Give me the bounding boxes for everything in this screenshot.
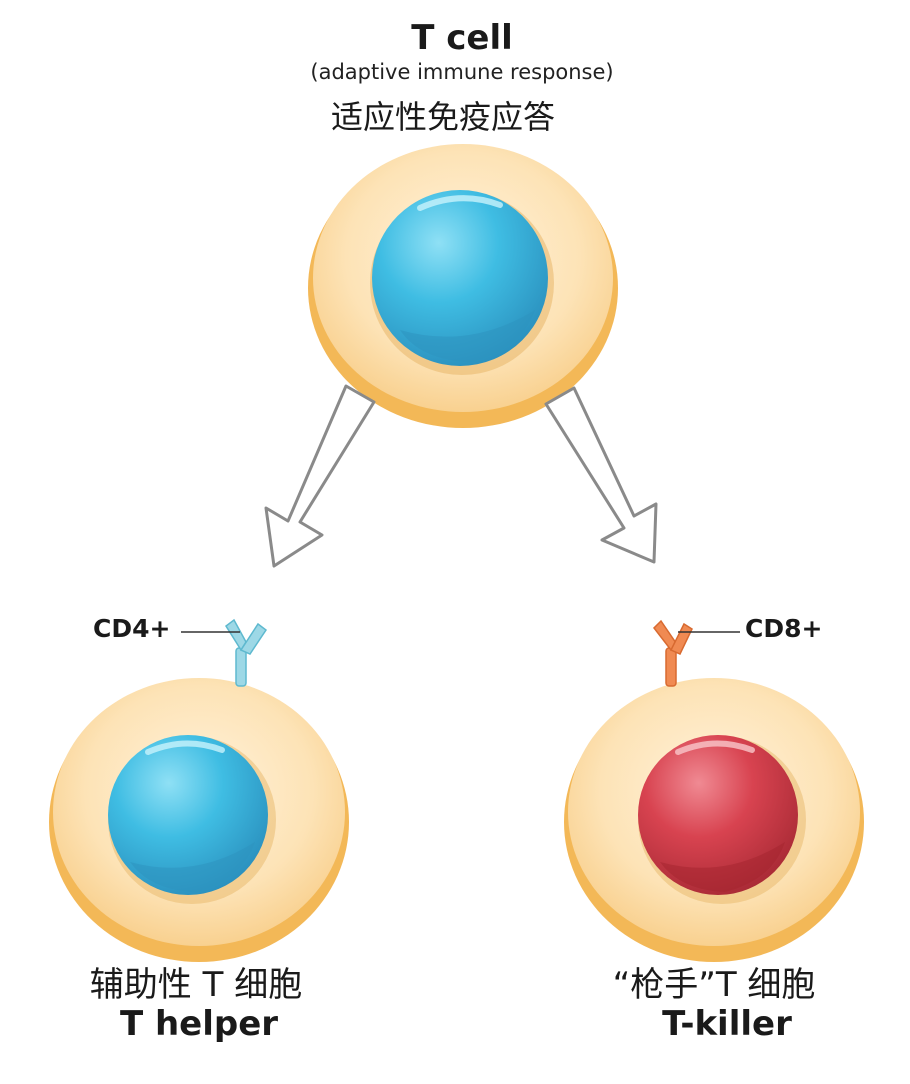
arrow-left — [264, 384, 376, 568]
title-cn: 适应性免疫应答 — [330, 98, 556, 136]
subtitle: (adaptive immune response) — [310, 60, 614, 84]
t-helper-cell — [49, 678, 349, 962]
top-nucleus — [372, 190, 548, 366]
killer-nucleus-shade — [660, 842, 785, 892]
killer-nucleus — [638, 735, 798, 895]
cd8-receptor — [653, 619, 740, 687]
cd4-label: CD4+ — [93, 614, 171, 643]
helper-nucleus — [108, 735, 268, 895]
t-killer-label-cn: “枪手”T 细胞 — [612, 965, 816, 1005]
killer-nucleus-highlight — [675, 740, 755, 755]
top-nucleus-highlight — [417, 195, 503, 211]
top-nucleus-shade — [400, 310, 535, 362]
t-killer-cell — [564, 678, 864, 962]
t-helper-label-cn: 辅助性 T 细胞 — [89, 965, 303, 1005]
t-killer-label-en: T-killer — [662, 1004, 792, 1044]
t-helper-label-en: T helper — [119, 1004, 279, 1044]
title: T cell — [411, 18, 513, 58]
top-t-cell — [308, 144, 618, 428]
arrow-right — [544, 386, 658, 564]
helper-nucleus-shade — [130, 842, 255, 892]
cd8-label: CD8+ — [745, 614, 823, 643]
helper-nucleus-highlight — [145, 740, 225, 755]
cd4-receptor — [181, 618, 268, 687]
